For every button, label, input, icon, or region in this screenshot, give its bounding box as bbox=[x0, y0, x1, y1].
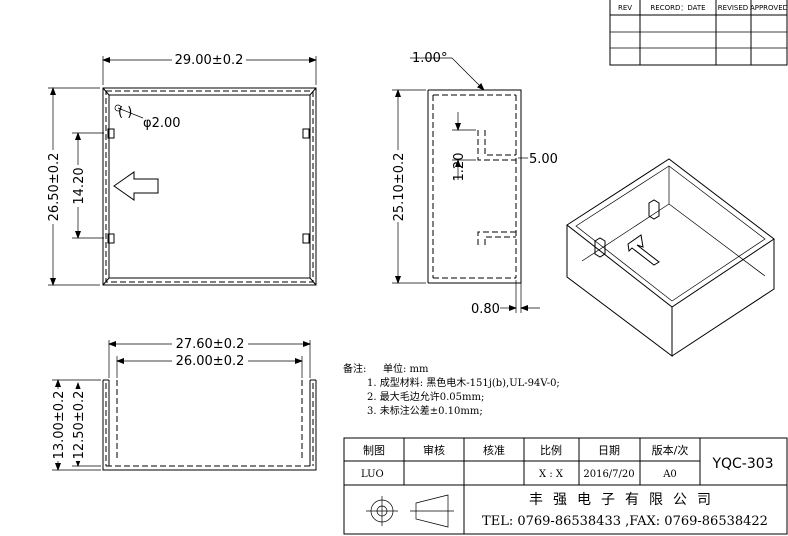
rev-header: REV bbox=[618, 4, 632, 12]
version-value: A0 bbox=[662, 469, 677, 480]
hole-diameter-label: φ2.00 bbox=[143, 116, 181, 131]
notes: 备注: 单位: mm 1. 成型材料: 黑色电木-151j(b),UL-94V-… bbox=[343, 362, 560, 417]
slot-height-dim: 1.20 bbox=[452, 153, 467, 182]
iso-direction-arrow-icon bbox=[627, 234, 660, 266]
side-view: 1.00° 25.10±0.2 1.20 5.00 0.80 bbox=[390, 51, 558, 317]
isometric-view bbox=[566, 158, 775, 358]
hole-mark bbox=[114, 104, 122, 112]
notes-unit: 单位: mm bbox=[383, 362, 429, 375]
height-outer-dim: 26.50±0.2 bbox=[47, 153, 62, 222]
header-drawn: 制图 bbox=[363, 444, 385, 457]
approved-header: APPROVED bbox=[750, 4, 788, 12]
projection-symbol-icon bbox=[366, 494, 454, 528]
scale-value: X : X bbox=[539, 469, 564, 480]
width-outer-dim: 29.00±0.2 bbox=[175, 53, 244, 68]
direction-arrow-icon bbox=[113, 171, 159, 201]
depth-outer-dim: 13.00±0.2 bbox=[52, 391, 67, 460]
note-item: 3. 未标注公差±0.10mm; bbox=[367, 404, 483, 417]
note-item: 2. 最大毛边允许0.05mm; bbox=[367, 390, 484, 403]
notes-title: 备注: bbox=[343, 362, 366, 375]
header-scale: 比例 bbox=[540, 443, 562, 457]
side-height-dim: 25.10±0.2 bbox=[392, 153, 407, 222]
inner-span-dim: 14.20 bbox=[72, 167, 87, 204]
header-checked: 审核 bbox=[423, 443, 445, 457]
hole-paren-label: ( ) bbox=[118, 105, 132, 120]
depth-inner-dim: 12.50±0.2 bbox=[72, 391, 87, 460]
date-value: 2016/7/20 bbox=[583, 469, 634, 480]
bottom-width-inner-dim: 26.00±0.2 bbox=[176, 354, 245, 369]
bottom-width-outer-dim: 27.60±0.2 bbox=[176, 337, 245, 352]
bottom-view: 27.60±0.2 26.00±0.2 13.00±0.2 12.50±0.2 bbox=[50, 335, 317, 471]
header-date: 日期 bbox=[598, 444, 620, 457]
revised-header: REVISED bbox=[718, 4, 748, 12]
title-block: 制图 审核 核准 比例 日期 版本/次 LUO X : X 2016/7/20 … bbox=[343, 437, 788, 535]
revision-table: REV RECORD：DATE REVISED APPROVED bbox=[609, 0, 788, 66]
header-approved: 核准 bbox=[483, 443, 505, 457]
header-version: 版本/次 bbox=[652, 443, 689, 457]
record-date-header: RECORD：DATE bbox=[650, 4, 705, 12]
note-item: 1. 成型材料: 黑色电木-151j(b),UL-94V-0; bbox=[367, 376, 560, 389]
company-contact: TEL: 0769-86538433 ,FAX: 0769-86538422 bbox=[482, 514, 768, 529]
wall-thickness-dim: 0.80 bbox=[471, 302, 500, 317]
draft-angle-label: 1.00° bbox=[412, 51, 447, 66]
part-number: YQC-303 bbox=[711, 456, 773, 472]
top-view: ( ) φ2.00 29.00±0.2 26.50±0.2 14.20 bbox=[45, 51, 317, 286]
drawn-by-value: LUO bbox=[361, 469, 384, 480]
slot-width-dim: 5.00 bbox=[529, 152, 558, 167]
company-name: 丰强电子有限公司 bbox=[529, 492, 721, 508]
